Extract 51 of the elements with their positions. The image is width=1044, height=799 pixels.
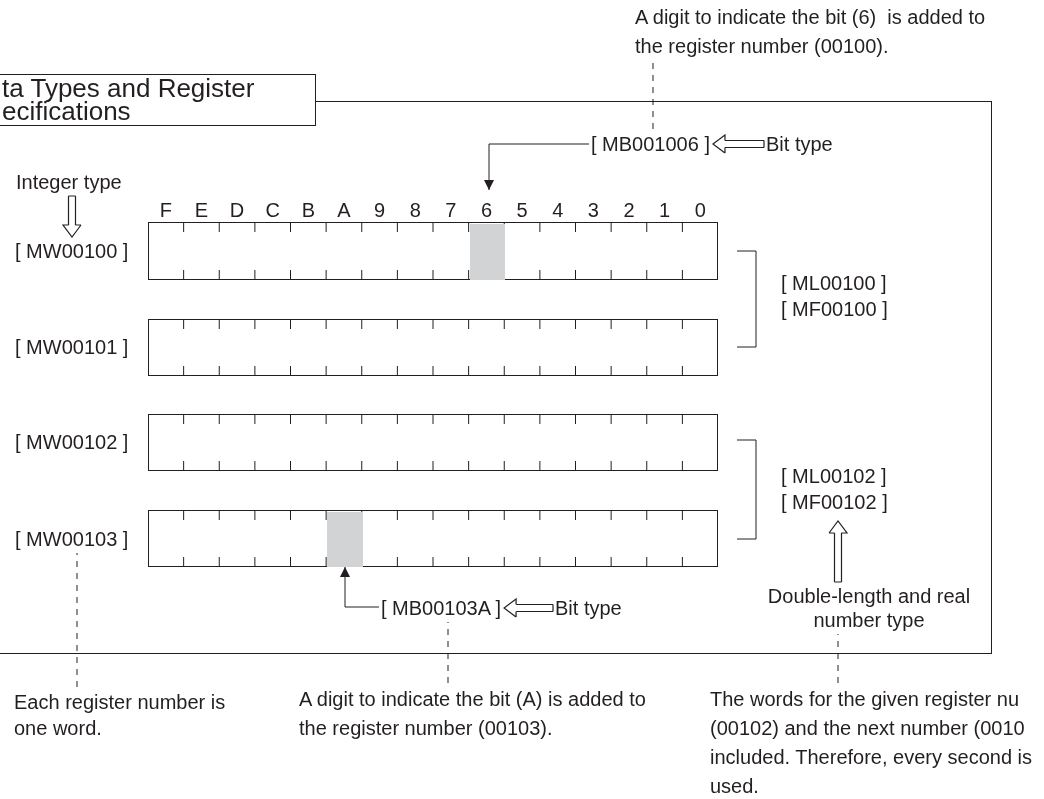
register-label: Integer type [16, 170, 122, 194]
bit-number: 2 [622, 198, 636, 222]
bit-number: D [228, 198, 246, 222]
register-word-bar [148, 510, 718, 567]
register-word-bar [148, 414, 718, 471]
bit-number: 6 [479, 198, 493, 222]
bit-number: C [264, 198, 281, 222]
bit-number: B [300, 198, 316, 222]
register-label: Bit type [555, 596, 622, 620]
register-label: [ MF00102 ] [781, 490, 888, 514]
note-text: Each register number is one word. [14, 689, 226, 741]
register-word-bar [148, 222, 718, 280]
hollow-arrow [503, 598, 554, 618]
leader-line [652, 62, 654, 131]
note-text: A digit to indicate the bit (A) is added to the register number (00103). [299, 685, 671, 743]
type-label: Double-length and real number type [754, 584, 984, 632]
note-text: The words for the given register nu (00102) and the next number (0010 included. Therefore, every second is used. [710, 685, 1044, 799]
leader-line [837, 633, 839, 684]
bit-number: 8 [408, 198, 422, 222]
bit-number: 4 [551, 198, 565, 222]
register-word-bar [148, 319, 718, 376]
register-label: [ ML00102 ] [781, 464, 887, 488]
highlighted-bit-cell [327, 512, 363, 567]
register-label: [ MW00103 ] [15, 527, 129, 551]
hollow-arrow [828, 520, 848, 583]
arrow [484, 143, 590, 191]
bit-number: 7 [444, 198, 458, 222]
title-tab: ta Types and Register ecifications [0, 74, 316, 126]
register-label: Bit type [766, 132, 833, 156]
leader-line [447, 621, 449, 684]
bit-number: 5 [515, 198, 529, 222]
hollow-arrow [62, 195, 82, 238]
bit-number: A [336, 198, 352, 222]
register-label: [ MW00101 ] [15, 335, 129, 359]
leader-line [76, 552, 78, 688]
register-label: [ MF00100 ] [781, 297, 888, 321]
hollow-arrow [712, 134, 765, 154]
register-label: [ MW00102 ] [15, 430, 129, 454]
register-label: [ ML00100 ] [781, 271, 887, 295]
bit-number: 1 [658, 198, 672, 222]
arrow [340, 566, 380, 608]
register-label: [ MW00100 ] [15, 239, 129, 263]
bit-number: 0 [693, 198, 707, 222]
bit-number: 9 [373, 198, 387, 222]
note-text: A digit to indicate the bit (6) is added to the register number (00100). [635, 3, 1015, 61]
bit-number: E [193, 198, 210, 222]
register-label: [ MB001006 ] [591, 132, 710, 156]
highlighted-bit-cell [469, 224, 506, 280]
register-label: [ MB00103A ] [381, 596, 502, 620]
bit-number: F [158, 198, 173, 222]
bit-number: 3 [586, 198, 600, 222]
